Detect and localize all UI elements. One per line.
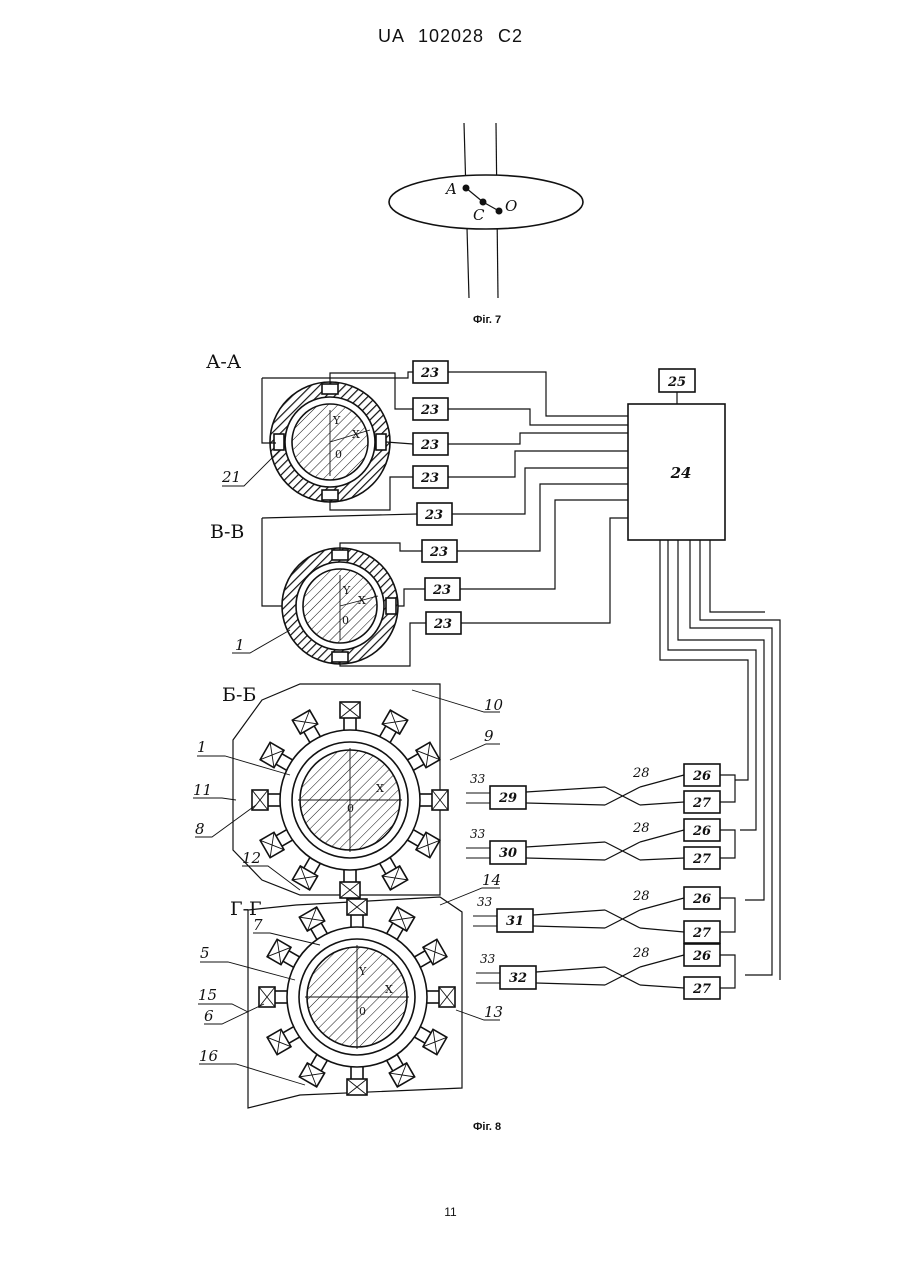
figure-7-diagram: A C O [389,123,583,298]
switch-28 [605,842,640,860]
axis-origin-label: 0 [359,1005,366,1018]
point-o [496,208,503,215]
label-1-bb: 1 [197,738,207,756]
axis-x-label: X [385,983,393,996]
label-14: 14 [482,871,501,889]
driver-block-label: 31 [506,914,524,929]
axis-x-label: X [352,428,360,441]
label-a: A [444,180,457,198]
label-7: 7 [253,916,263,934]
page-number: 11 [0,1205,901,1219]
block-23-8-label: 23 [433,617,452,632]
section-title-aa: А-А [206,351,242,373]
label-8: 8 [195,820,205,838]
label-9: 9 [484,727,494,745]
label-6: 6 [204,1007,214,1025]
bearing-section-gg: Y X 0 [248,897,462,1108]
sensor-element-right [376,434,386,450]
label-28: 28 [632,946,650,961]
electromagnet-pole [347,1063,367,1095]
label-33: 33 [470,772,486,786]
driver-block-label: 29 [498,791,517,806]
switch-28 [605,967,640,985]
sensor-element-left [274,434,284,450]
axis-y-label: Y [342,584,351,597]
label-16: 16 [199,1047,219,1065]
sensor-element-top [332,550,348,560]
sensor-element-right [386,598,396,614]
block-23-1-label: 23 [420,366,439,381]
label-33: 33 [480,952,496,966]
label-5: 5 [200,944,210,962]
axis-origin-label: 0 [347,802,354,815]
label-10: 10 [484,696,504,714]
sensor-section-vv: Y X 0 [282,548,398,664]
block-23-6-label: 23 [429,545,448,560]
figure-8-caption: Фіг. 8 [473,1121,501,1133]
block-23-5-label: 23 [424,508,443,523]
block-23-7-label: 23 [432,583,451,598]
figure-8-diagram: А-А В-В Б-Б Г-Г Y X 0 [193,351,780,1108]
driver-chain: 30 33 28 26 27 [466,819,735,869]
block-26-label: 26 [692,949,711,964]
label-28: 28 [632,821,650,836]
label-c: C [473,206,485,224]
axis-x-label: X [376,782,384,795]
label-13: 13 [484,1003,503,1021]
label-33: 33 [477,895,493,909]
driver-chain: 31 33 28 26 27 [473,887,735,943]
block-27-label: 27 [692,926,711,941]
label-1-vv: 1 [235,636,245,654]
sensor-section-aa: Y X 0 [270,382,390,502]
section-title-bb: Б-Б [222,684,256,706]
figure-7-caption: Фіг. 7 [473,314,501,326]
label-21: 21 [221,468,241,486]
label-28: 28 [632,889,650,904]
label-28: 28 [632,766,650,781]
axis-origin-label: 0 [342,614,349,627]
block-23-3-label: 23 [420,438,439,453]
controller-output-wiring [660,540,780,980]
axis-x-label: X [358,594,366,607]
driver-chain: 29 33 28 26 27 [466,764,735,813]
block-25-label: 25 [667,375,686,390]
sensor-element-bottom [322,490,338,500]
sensor-element-bottom [332,652,348,662]
block-26-label: 26 [692,769,711,784]
block-23-2-label: 23 [420,403,439,418]
axis-y-label: Y [332,414,341,427]
block-27-label: 27 [692,982,711,997]
switch-28 [605,787,640,805]
driver-chains: 29 33 28 26 27 30 33 28 26 27 31 33 28 26 27 32 33 28 26 27 [466,764,735,999]
label-12: 12 [242,849,261,867]
label-33: 33 [470,827,486,841]
block-23-4-label: 23 [420,471,439,486]
label-o: O [505,197,517,215]
block-26-label: 26 [692,824,711,839]
label-11: 11 [193,781,212,799]
sensor-element-top [322,384,338,394]
point-a [463,185,470,192]
section-title-vv: В-В [210,521,244,543]
driver-block-label: 30 [499,846,517,861]
axis-y-label: Y [358,965,367,978]
amplifier-blocks: 23 23 23 23 23 23 23 23 [413,361,461,634]
axis-origin-label: 0 [335,448,342,461]
driver-chain: 32 33 28 26 27 [476,944,735,999]
point-c [480,199,487,206]
block-27-label: 27 [692,796,711,811]
switch-28 [605,910,640,928]
block-27-label: 27 [692,852,711,867]
controller-block-24-label: 24 [670,464,692,482]
label-15: 15 [198,986,217,1004]
driver-block-label: 32 [509,971,527,986]
block-26-label: 26 [692,892,711,907]
